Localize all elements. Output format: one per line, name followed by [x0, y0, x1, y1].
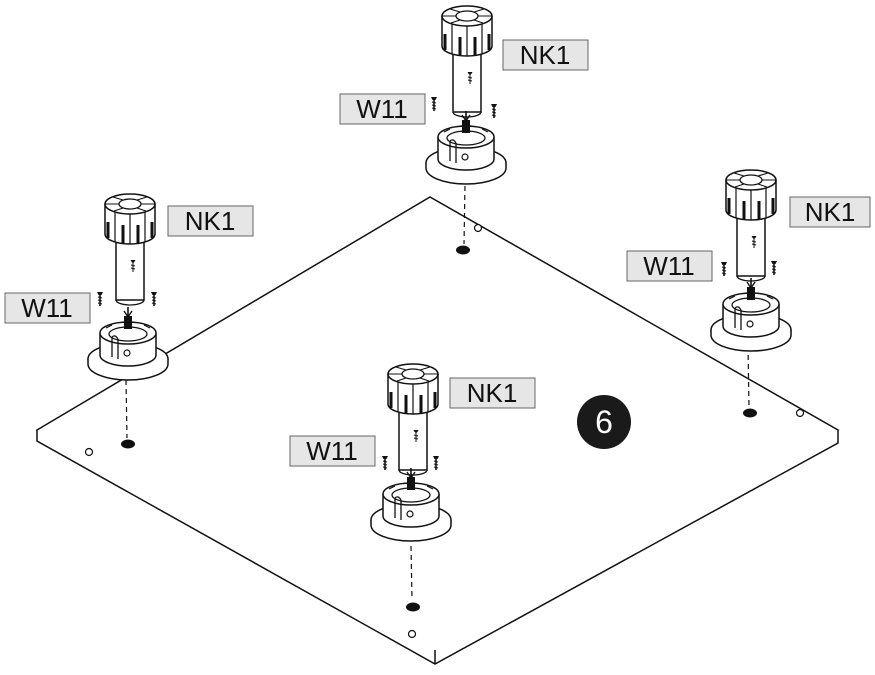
- part-label-w11: W11: [339, 93, 426, 125]
- part-label-nk1: NK1: [502, 39, 589, 71]
- part-label-nk1-text: NK1: [185, 206, 236, 236]
- part-label-nk1-text: NK1: [467, 378, 518, 408]
- part-label-nk1-text: NK1: [520, 40, 571, 70]
- part-label-w11-text: W11: [21, 293, 73, 323]
- leg-assembly-top: [425, 4, 507, 185]
- part-label-w11-text: W11: [356, 94, 408, 124]
- part-label-w11-text: W11: [306, 436, 358, 466]
- part-label-w11-text: W11: [643, 251, 695, 281]
- part-label-nk1: NK1: [167, 205, 254, 237]
- step-number: 6: [595, 404, 613, 440]
- part-label-w11: W11: [626, 250, 713, 282]
- leg-assembly-right: [710, 168, 792, 352]
- part-label-nk1: NK1: [789, 196, 871, 228]
- part-label-nk1-text: NK1: [805, 197, 856, 227]
- part-label-w11: W11: [4, 292, 91, 324]
- leg-assembly-left: [87, 192, 169, 381]
- step-badge: 6: [577, 395, 631, 449]
- part-label-w11: W11: [289, 435, 376, 467]
- part-label-nk1: NK1: [449, 377, 536, 409]
